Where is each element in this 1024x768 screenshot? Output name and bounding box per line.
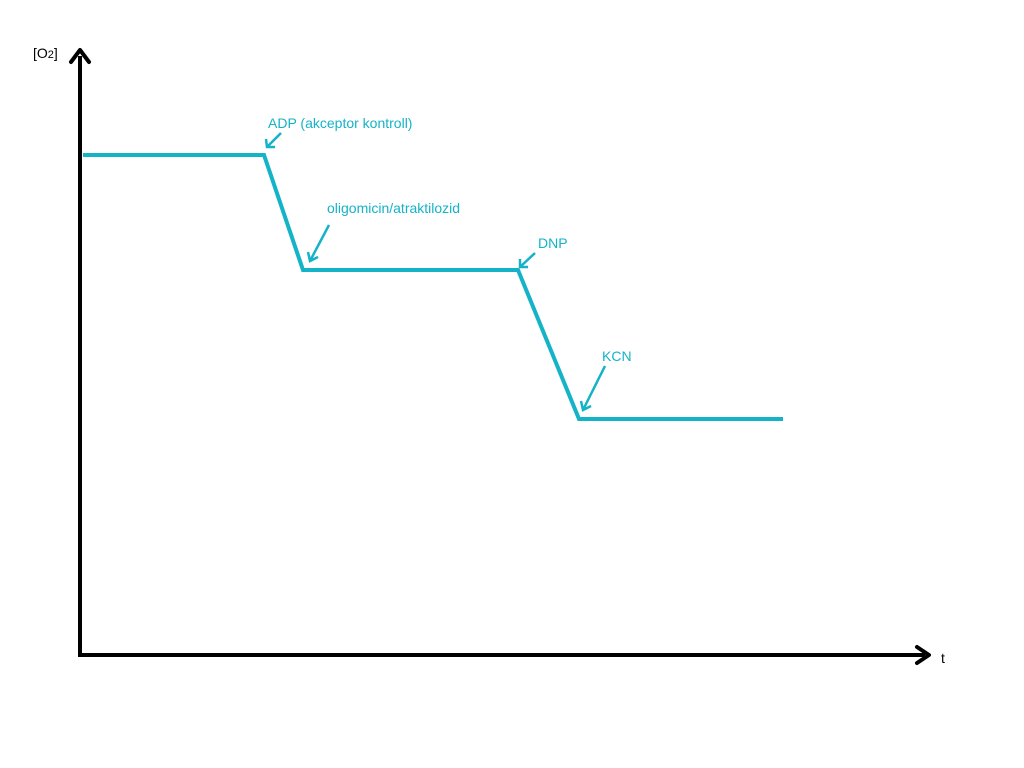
oxygen-trace-line <box>83 153 783 421</box>
dnp-arrow <box>518 252 536 269</box>
annotation-kcn-label: KCN <box>602 348 632 364</box>
adp-arrow <box>264 132 282 149</box>
annotation-oligomicin-label: oligomicin/atraktilozid <box>327 200 460 216</box>
x-axis-arrowhead <box>915 645 931 665</box>
annotation-adp-label: ADP (akceptor kontroll) <box>268 115 412 131</box>
x-axis-label: t <box>941 650 945 666</box>
y-axis-arrowhead <box>69 48 91 64</box>
kcn-arrow <box>579 365 607 412</box>
y-axis-label: [O2] <box>33 45 58 61</box>
annotation-dnp-label: DNP <box>538 235 568 251</box>
oligomicin-arrow <box>306 224 331 263</box>
